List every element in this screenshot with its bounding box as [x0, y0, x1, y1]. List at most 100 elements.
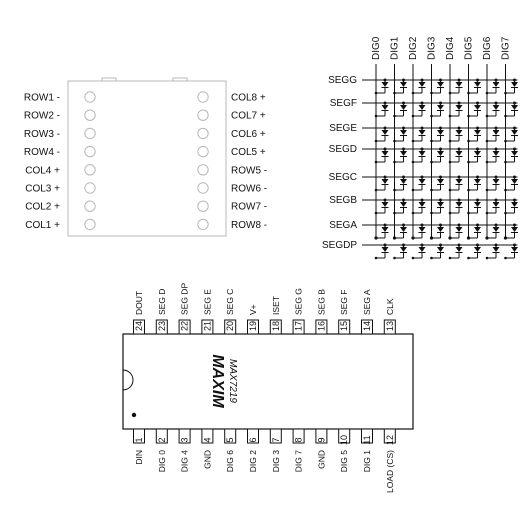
digit-label: DIG7: [501, 36, 512, 60]
led-diode: [381, 82, 389, 87]
wire-junction: [393, 211, 396, 215]
module-left-pin-label: COL3 +: [25, 184, 60, 195]
wire-junction: [430, 211, 433, 215]
wire-junction: [374, 236, 378, 240]
digit-label: DIG6: [482, 36, 493, 60]
wire-junction: [467, 256, 470, 260]
pin-number: 13: [385, 321, 395, 331]
wire-junction: [411, 236, 415, 240]
led-diode: [474, 202, 481, 207]
led-diode: [474, 82, 481, 87]
segment-label: SEGE: [329, 123, 357, 134]
led-diode: [474, 227, 481, 232]
wire-junction: [411, 188, 415, 192]
module-pin-hole: [84, 182, 96, 194]
digit-label: DIG4: [445, 36, 456, 60]
pin-number: 17: [294, 321, 304, 331]
pin-label: DIG 1: [362, 450, 372, 472]
pin-number: 8: [294, 437, 304, 442]
chip-top-pin: [269, 319, 282, 335]
led-diode: [511, 247, 518, 252]
pin1-dot: [131, 412, 137, 418]
wire-junction: [485, 211, 489, 215]
led-diode: [400, 151, 407, 156]
digit-label: DIG1: [390, 36, 401, 60]
led-diode: [400, 130, 407, 135]
pin-label: GND: [202, 450, 212, 469]
wire-junction: [448, 188, 452, 192]
led-diode: [437, 82, 444, 87]
pin-number: 2: [157, 437, 167, 442]
wire-junction: [448, 160, 452, 164]
wire-junction: [411, 139, 415, 143]
segment-label: SEGC: [329, 172, 357, 183]
wire-junction: [448, 91, 452, 95]
module-left-pin-label: COL1 +: [25, 220, 60, 231]
pin-number: 20: [225, 321, 235, 331]
led-module-pinout: ROW1 -ROW2 -ROW3 -ROW4 -COL4 +COL3 +COL2…: [24, 77, 267, 237]
led-diode: [455, 202, 463, 207]
chip-top-pin: [178, 319, 191, 335]
wire-junction: [467, 91, 470, 95]
pin-number: 15: [339, 321, 349, 331]
led-diode: [418, 179, 426, 184]
pin-label: ISET: [271, 296, 281, 315]
led-diode: [511, 130, 518, 135]
wire-junction: [411, 256, 415, 260]
led-diode: [400, 247, 407, 252]
wire-junction: [504, 188, 507, 192]
led-diode: [418, 82, 426, 87]
wire-junction: [448, 139, 452, 143]
pin-label: CLK: [385, 298, 395, 315]
led-diode: [455, 227, 463, 232]
segment-label: SEGB: [329, 195, 357, 206]
wire-junction: [504, 256, 507, 260]
wire-junction: [393, 256, 396, 260]
pin-number: 5: [225, 437, 235, 442]
pin-number: 16: [316, 321, 326, 331]
module-pin-hole: [197, 109, 209, 121]
digit-label: DIG0: [371, 36, 382, 60]
wire-junction: [485, 91, 489, 95]
chip-bottom-pin: [133, 428, 145, 444]
wire-junction: [485, 236, 489, 240]
wire-junction: [374, 114, 378, 118]
module-pin-hole: [84, 200, 96, 212]
pin-label: DIN: [134, 450, 144, 465]
led-diode: [400, 179, 407, 184]
wire-junction: [374, 188, 378, 192]
module-pin-hole: [84, 109, 96, 121]
module-pin-hole: [84, 218, 96, 231]
segment-label: SEGF: [330, 98, 357, 109]
led-diode: [400, 202, 407, 207]
pin-number: 3: [180, 437, 190, 442]
led-diode: [400, 105, 407, 110]
led-diode: [492, 82, 500, 87]
wire-junction: [411, 91, 415, 95]
led-diode: [400, 82, 407, 87]
pin-label: DIG 4: [180, 450, 190, 472]
pin-label: SEG DP: [180, 283, 190, 315]
wire-junction: [430, 139, 433, 143]
chip-body: [122, 333, 414, 430]
wire-junction: [411, 114, 415, 118]
module-left-pin-label: ROW1 -: [24, 93, 60, 104]
wire-junction: [504, 236, 507, 240]
led-diode: [474, 179, 481, 184]
led-diode: [474, 130, 481, 135]
led-diode: [492, 179, 500, 184]
module-right-pin-label: ROW6 -: [231, 184, 267, 195]
chip-top-pin: [201, 319, 214, 335]
wire-junction: [430, 188, 433, 192]
module-pin-hole: [84, 164, 96, 176]
module-left-pin-label: ROW4 -: [24, 147, 60, 158]
wire-junction: [411, 160, 415, 164]
pin-number: 23: [157, 321, 167, 331]
chip-top-pin: [361, 319, 373, 335]
wire-junction: [467, 188, 470, 192]
segment-label: SEGA: [329, 220, 357, 231]
wire-junction: [448, 256, 452, 260]
led-diode: [455, 130, 463, 135]
pin-label: DIG 2: [248, 450, 258, 472]
